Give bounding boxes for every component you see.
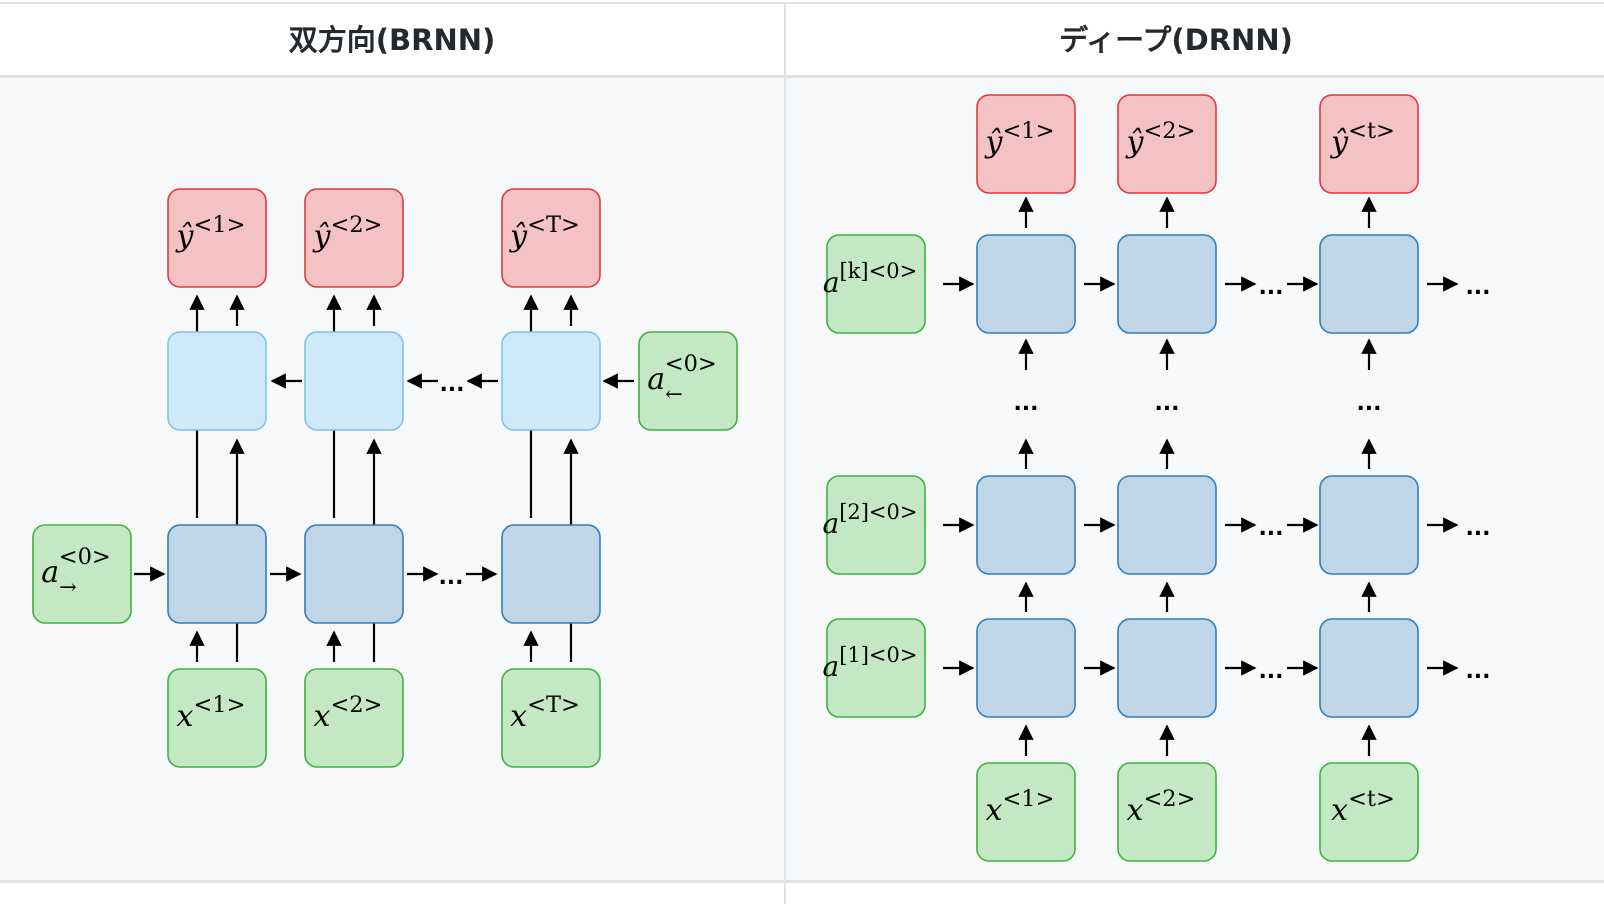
drnn-vertical-ellipsis: ...	[1356, 391, 1381, 416]
brnn-output-label: ŷ<2>	[312, 212, 383, 254]
drnn-input-box	[976, 762, 1076, 862]
drnn-input-label: x<2>	[1127, 786, 1196, 828]
drnn-output-label: ŷ<t>	[1329, 118, 1395, 160]
header-divider	[0, 75, 1604, 78]
drnn-trailing-ellipsis: ...	[1465, 659, 1490, 684]
header-drnn: ディープ(DRNN)	[1059, 23, 1293, 57]
drnn-init-box-layer-2	[826, 475, 926, 575]
brnn-backward-cell	[167, 331, 267, 431]
header-brnn: 双方向(BRNN)	[288, 23, 496, 57]
drnn-init-label-layer-k: a[k]<0>	[823, 259, 917, 299]
drnn-output-label: ŷ<1>	[984, 118, 1055, 160]
drnn-cell-layer-1	[1117, 618, 1217, 718]
brnn-forward-init-label: a→<0>	[41, 544, 111, 599]
brnn-backward-cell	[304, 331, 404, 431]
drnn-input-label: x<t>	[1331, 786, 1395, 828]
brnn-forward-cell	[304, 524, 404, 624]
drnn-vertical-ellipsis: ...	[1013, 391, 1038, 416]
brnn-input-box	[167, 668, 267, 768]
brnn-output-box	[501, 188, 601, 288]
drnn-input-label: x<1>	[986, 786, 1055, 828]
column-divider	[784, 4, 786, 904]
drnn-cell-layer-2	[976, 475, 1076, 575]
brnn-input-label: x<2>	[314, 692, 383, 734]
brnn-input-label: x<T>	[510, 692, 580, 734]
drnn-init-label-layer-1: a[1]<0>	[822, 643, 917, 683]
drnn-horizontal-ellipsis: ...	[1258, 659, 1283, 684]
drnn-trailing-ellipsis: ...	[1465, 275, 1490, 300]
drnn-cell-layer-2	[1319, 475, 1419, 575]
brnn-input-label: x<1>	[177, 692, 246, 734]
brnn-backward-init-label: a←<0>	[647, 351, 717, 406]
drnn-init-box-layer-1	[826, 618, 926, 718]
brnn-output-label: ŷ<T>	[508, 212, 580, 254]
brnn-forward-ellipsis: ...	[438, 565, 463, 590]
drnn-output-box	[1117, 94, 1217, 194]
drnn-input-box	[1117, 762, 1217, 862]
drnn-vertical-ellipsis: ...	[1154, 391, 1179, 416]
brnn-backward-ellipsis: ...	[439, 372, 464, 397]
drnn-cell-layer-k	[1117, 234, 1217, 334]
drnn-cell-layer-1	[976, 618, 1076, 718]
drnn-output-box	[976, 94, 1076, 194]
table-bottom-border	[0, 880, 1604, 883]
brnn-forward-cell	[501, 524, 601, 624]
brnn-backward-init-box	[638, 331, 738, 431]
drnn-cell-layer-2	[1117, 475, 1217, 575]
brnn-output-box	[304, 188, 404, 288]
brnn-forward-cell	[167, 524, 267, 624]
brnn-backward-cell	[501, 331, 601, 431]
brnn-input-box	[304, 668, 404, 768]
drnn-cell-layer-1	[1319, 618, 1419, 718]
brnn-output-label: ŷ<1>	[175, 212, 246, 254]
drnn-output-label: ŷ<2>	[1125, 118, 1196, 160]
brnn-output-box	[167, 188, 267, 288]
drnn-input-box	[1319, 762, 1419, 862]
drnn-cell-layer-k	[1319, 234, 1419, 334]
drnn-init-label-layer-2: a[2]<0>	[822, 500, 917, 540]
drnn-horizontal-ellipsis: ...	[1258, 275, 1283, 300]
drnn-horizontal-ellipsis: ...	[1258, 516, 1283, 541]
drnn-trailing-ellipsis: ...	[1465, 516, 1490, 541]
table-top-border	[0, 2, 1604, 4]
brnn-input-box	[501, 668, 601, 768]
drnn-cell-layer-k	[976, 234, 1076, 334]
brnn-forward-init-box	[32, 524, 132, 624]
drnn-output-box	[1319, 94, 1419, 194]
drnn-init-box-layer-k	[826, 234, 926, 334]
